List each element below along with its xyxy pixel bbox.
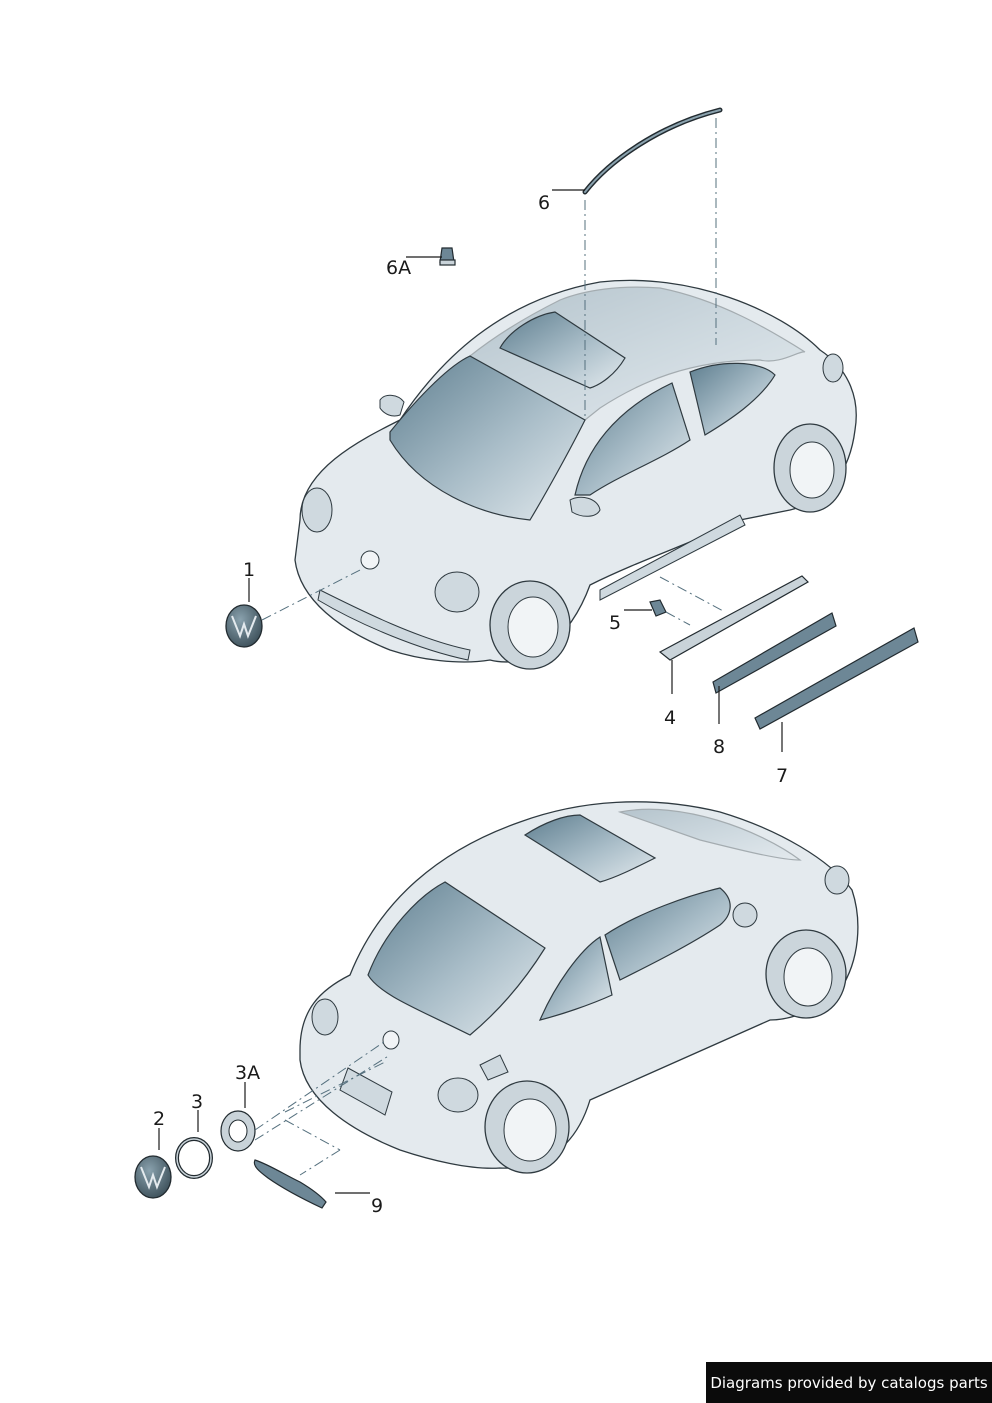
callout-6: 6 <box>538 192 551 214</box>
badge-carrier-part <box>220 1110 256 1152</box>
car-front-view <box>294 279 857 670</box>
callout-7: 7 <box>776 765 789 787</box>
trim-strip-7-part <box>754 627 919 730</box>
roof-molding-part <box>582 107 723 195</box>
callout-2: 2 <box>153 1108 166 1130</box>
trim-strip-8-part <box>712 612 837 694</box>
callout-4: 4 <box>664 707 677 729</box>
car-rear-view <box>299 801 859 1174</box>
clip-5-part <box>649 599 667 617</box>
callout-3: 3 <box>191 1091 204 1113</box>
callout-1: 1 <box>243 559 256 581</box>
lettering-part <box>253 1159 327 1209</box>
clip-6a-part <box>439 247 456 266</box>
callout-3a: 3A <box>235 1062 261 1084</box>
callout-6a: 6A <box>386 257 412 279</box>
credit-banner: Diagrams provided by catalogs parts <box>706 1362 992 1403</box>
callout-9: 9 <box>371 1195 384 1217</box>
callout-5: 5 <box>609 612 622 634</box>
sill-strip-4-part <box>658 575 809 661</box>
callout-8: 8 <box>713 736 726 758</box>
rear-badge-part <box>134 1155 172 1199</box>
front-badge-part <box>225 604 263 648</box>
